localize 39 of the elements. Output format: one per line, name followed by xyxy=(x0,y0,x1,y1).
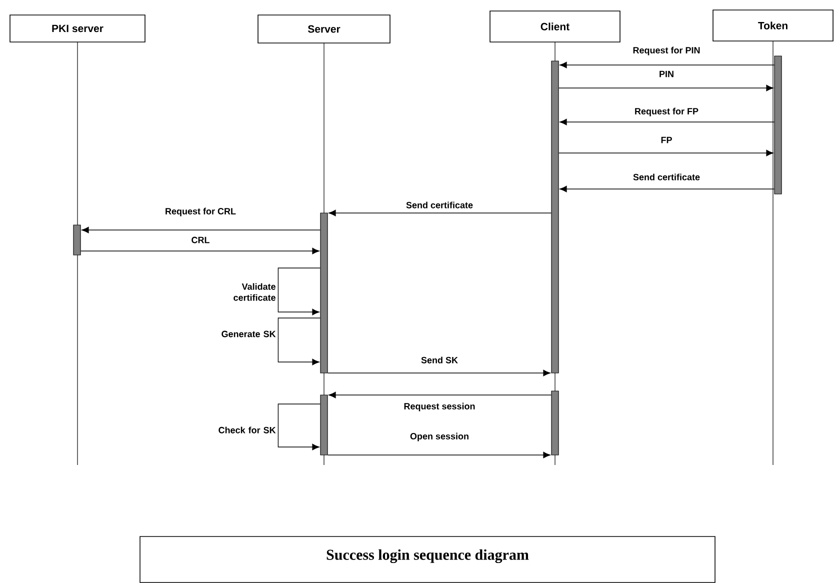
message-arrow xyxy=(278,404,321,450)
message-label: Send SK xyxy=(420,356,459,364)
message-label: Check for SK xyxy=(218,426,276,434)
message-label: Generate SK xyxy=(222,330,276,338)
message-arrow xyxy=(327,370,550,376)
message-label: Request session xyxy=(402,402,476,412)
activation-bar xyxy=(320,212,328,374)
message-label: Request for CRL xyxy=(164,206,237,218)
message-arrow xyxy=(327,452,550,458)
activation-bar xyxy=(73,224,81,256)
message-label: FP xyxy=(660,136,674,144)
message-label: Open session xyxy=(409,432,470,442)
activation-bar xyxy=(320,394,328,456)
participant-box: Token xyxy=(712,10,834,42)
message-arrow xyxy=(560,118,775,126)
message-arrow xyxy=(278,268,321,316)
activation-bar xyxy=(551,390,559,456)
message-arrow xyxy=(558,84,774,92)
message-label: CRL xyxy=(190,236,211,244)
message-arrow xyxy=(328,210,552,216)
message-arrow xyxy=(558,150,774,156)
participant-box: PKI server xyxy=(10,14,146,42)
message-label: Send certificate xyxy=(632,172,702,182)
message-arrow xyxy=(560,186,775,192)
message-label: Request for FP xyxy=(634,106,700,118)
message-arrow xyxy=(80,248,320,254)
message-arrow xyxy=(560,62,775,68)
message-label: Send certificate xyxy=(405,200,474,210)
message-label: Request for PIN xyxy=(632,46,702,56)
activation-bar xyxy=(774,56,782,194)
participant-box: Server xyxy=(258,14,390,44)
participant-box: Client xyxy=(490,10,620,42)
message-label: PIN xyxy=(658,70,676,78)
message-label: Validate certificate xyxy=(234,283,276,301)
activation-bar xyxy=(551,60,559,374)
message-arrow xyxy=(278,318,321,366)
message-arrow xyxy=(328,392,552,398)
message-arrow xyxy=(82,226,321,234)
caption-box: Success login sequence diagram xyxy=(140,536,716,583)
